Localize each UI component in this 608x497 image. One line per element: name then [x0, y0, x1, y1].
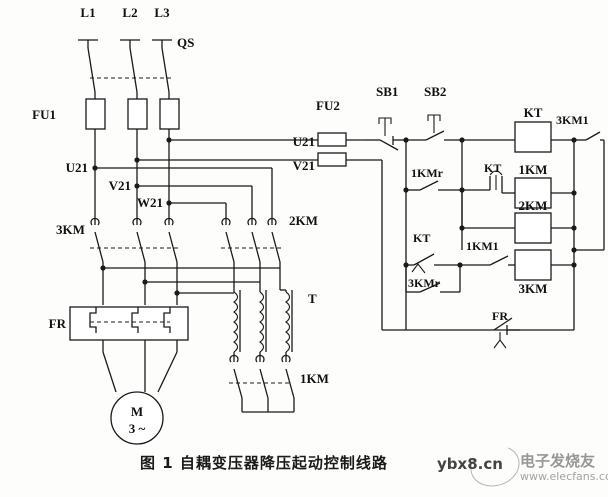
label-l2: L2: [122, 5, 137, 20]
label-2km-main: 2KM: [289, 213, 318, 228]
stop-button-sb1[interactable]: [366, 117, 406, 151]
motor: M 3 ~: [110, 391, 164, 445]
watermark-site: ybx8.cn: [437, 455, 503, 473]
coil-kt: [514, 121, 574, 153]
label-sb2: SB2: [424, 84, 446, 99]
label-1km1: 1KM1: [466, 239, 499, 253]
aux-contact-3kmr: [405, 265, 461, 293]
label-3km1: 3KM1: [556, 113, 589, 127]
timer-contact-kt-nc: [403, 253, 463, 274]
overload-contact-fr: [493, 317, 520, 349]
supply-terminals: [78, 39, 172, 48]
watermark-brand: 电子发烧友: [520, 452, 596, 470]
start-button-sb2[interactable]: [406, 114, 462, 141]
contactor-3km-main[interactable]: [90, 217, 180, 305]
label-coil-3km: 3KM: [519, 281, 548, 296]
disconnect-switch-qs[interactable]: [87, 47, 172, 100]
label-u21-control: U21: [293, 134, 315, 149]
contactor-2km[interactable]: [221, 217, 284, 290]
label-fr-power: FR: [49, 316, 67, 331]
label-3kmr: 3KMr: [408, 276, 441, 290]
coil-3km: [514, 249, 577, 281]
holding-contact-1kmr: [403, 180, 465, 193]
label-coil-kt: KT: [524, 105, 543, 120]
motor-phase-label: 3 ~: [129, 421, 146, 436]
label-1km-main: 1KM: [300, 371, 329, 386]
label-kt-nc: KT: [413, 231, 430, 245]
label-sb1: SB1: [376, 84, 398, 99]
coil-1km: [514, 177, 577, 209]
label-l1: L1: [80, 5, 95, 20]
label-coil-1km: 1KM: [519, 162, 548, 177]
label-v21-left: V21: [109, 178, 131, 193]
aux-contact-3km1: [571, 131, 605, 253]
contactor-1km[interactable]: [229, 354, 295, 413]
aux-contact-1km1: [460, 255, 515, 266]
label-fr-control: FR: [492, 309, 508, 323]
label-1kmr: 1KMr: [411, 166, 444, 180]
timer-contact-kt-delay: [462, 170, 515, 194]
label-u21-left: U21: [66, 160, 88, 175]
label-fu2: FU2: [316, 98, 340, 113]
coil-2km: [514, 212, 577, 244]
tie-bars: [100, 265, 280, 296]
watermark-url: www.elecfans.com: [520, 470, 608, 483]
branch-2km: [459, 190, 515, 231]
label-v21-control: V21: [293, 158, 315, 173]
label-3km-main: 3KM: [56, 222, 85, 237]
label-kt-delay: KT: [484, 161, 501, 175]
overload-relay-fr: [69, 306, 189, 352]
label-w21-left: W21: [137, 195, 163, 210]
figure-caption: 图 1 自耦变压器降压起动控制线路: [140, 454, 388, 472]
label-transformer-t: T: [308, 291, 317, 306]
motor-leads: [102, 351, 178, 393]
motor-label: M: [131, 404, 143, 419]
fuse-fu2: [317, 132, 383, 330]
label-l3: L3: [154, 5, 170, 20]
autotransformer-t: [233, 289, 293, 362]
label-fu1: FU1: [32, 107, 56, 122]
fuse-fu1: [85, 98, 180, 225]
label-qs: QS: [177, 35, 194, 50]
label-coil-2km: 2KM: [519, 198, 548, 213]
